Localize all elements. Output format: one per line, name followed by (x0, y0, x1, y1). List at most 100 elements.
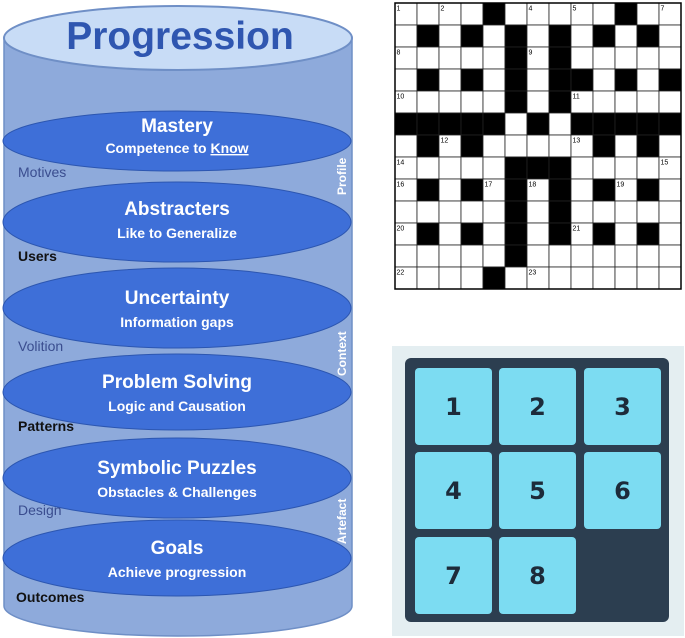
crossword-cell[interactable] (460, 90, 484, 114)
crossword-cell[interactable] (394, 24, 418, 48)
crossword-cell[interactable] (482, 90, 506, 114)
crossword-cell[interactable] (416, 200, 440, 224)
crossword-cell[interactable] (658, 244, 682, 268)
crossword-cell[interactable] (416, 90, 440, 114)
puzzle-tile-8[interactable]: 8 (499, 537, 576, 614)
crossword-cell[interactable] (658, 222, 682, 246)
crossword-cell[interactable] (592, 156, 616, 180)
crossword-cell[interactable] (658, 200, 682, 224)
crossword-cell[interactable] (636, 2, 660, 26)
crossword-cell[interactable] (438, 90, 462, 114)
crossword-cell[interactable] (416, 244, 440, 268)
crossword-cell[interactable] (570, 178, 594, 202)
crossword-cell[interactable] (614, 222, 638, 246)
crossword-cell[interactable] (658, 90, 682, 114)
puzzle-tile-7[interactable]: 7 (415, 537, 492, 614)
crossword-cell[interactable] (614, 244, 638, 268)
crossword-cell[interactable] (570, 244, 594, 268)
crossword-cell[interactable] (394, 68, 418, 92)
crossword-cell[interactable] (658, 46, 682, 70)
crossword-cell[interactable] (460, 266, 484, 290)
crossword-cell[interactable] (438, 46, 462, 70)
crossword-cell[interactable] (482, 134, 506, 158)
crossword-cell[interactable] (526, 68, 550, 92)
puzzle-tile-6[interactable]: 6 (584, 452, 661, 529)
crossword-cell[interactable] (416, 156, 440, 180)
crossword-cell[interactable] (592, 244, 616, 268)
crossword-cell[interactable] (592, 200, 616, 224)
crossword-cell[interactable] (504, 2, 528, 26)
crossword-cell[interactable] (614, 46, 638, 70)
puzzle-tile-3[interactable]: 3 (584, 368, 661, 445)
puzzle-tile-4[interactable]: 4 (415, 452, 492, 529)
crossword-cell[interactable] (526, 244, 550, 268)
crossword-cell[interactable] (438, 222, 462, 246)
crossword-cell[interactable] (614, 200, 638, 224)
puzzle-tile-1[interactable]: 1 (415, 368, 492, 445)
crossword-cell[interactable] (526, 134, 550, 158)
crossword-cell[interactable] (504, 266, 528, 290)
crossword-cell[interactable] (592, 2, 616, 26)
crossword-cell[interactable] (526, 200, 550, 224)
crossword-cell[interactable] (504, 112, 528, 136)
crossword-cell[interactable] (482, 222, 506, 246)
crossword-cell[interactable] (636, 266, 660, 290)
crossword-cell[interactable] (658, 178, 682, 202)
crossword-cell[interactable] (460, 244, 484, 268)
crossword-cell[interactable] (526, 222, 550, 246)
crossword-cell[interactable] (548, 244, 572, 268)
puzzle-tile-2[interactable]: 2 (499, 368, 576, 445)
crossword-cell[interactable] (438, 244, 462, 268)
crossword-cell[interactable] (658, 266, 682, 290)
crossword-cell[interactable] (526, 90, 550, 114)
crossword-cell[interactable] (614, 266, 638, 290)
crossword-cell[interactable] (482, 244, 506, 268)
crossword-cell[interactable] (460, 200, 484, 224)
crossword-cell[interactable] (548, 112, 572, 136)
crossword-cell[interactable] (438, 266, 462, 290)
crossword-cell[interactable] (570, 266, 594, 290)
crossword-cell[interactable] (592, 90, 616, 114)
crossword-cell[interactable] (570, 200, 594, 224)
crossword-cell[interactable] (438, 156, 462, 180)
crossword-cell[interactable] (482, 46, 506, 70)
crossword-cell[interactable] (482, 156, 506, 180)
crossword-cell[interactable] (570, 156, 594, 180)
crossword-cell[interactable] (416, 46, 440, 70)
crossword-cell[interactable] (592, 46, 616, 70)
crossword-cell[interactable] (636, 68, 660, 92)
crossword-cell[interactable] (438, 200, 462, 224)
crossword-cell[interactable] (658, 134, 682, 158)
crossword-cell[interactable] (548, 134, 572, 158)
crossword-cell[interactable] (570, 46, 594, 70)
crossword-cell[interactable] (548, 2, 572, 26)
crossword-cell[interactable] (592, 266, 616, 290)
crossword-cell[interactable] (636, 244, 660, 268)
crossword-cell[interactable] (614, 134, 638, 158)
crossword-cell[interactable] (614, 24, 638, 48)
crossword-cell[interactable] (636, 156, 660, 180)
crossword-cell[interactable] (460, 2, 484, 26)
crossword-cell[interactable] (636, 46, 660, 70)
crossword-cell[interactable] (438, 68, 462, 92)
crossword-cell[interactable] (416, 2, 440, 26)
crossword-cell[interactable] (438, 24, 462, 48)
crossword-cell[interactable] (636, 200, 660, 224)
crossword-cell[interactable] (394, 244, 418, 268)
crossword-cell[interactable] (614, 90, 638, 114)
crossword-cell[interactable] (438, 178, 462, 202)
crossword-cell[interactable] (416, 266, 440, 290)
crossword-cell[interactable] (636, 90, 660, 114)
crossword-cell[interactable] (460, 156, 484, 180)
crossword-cell[interactable] (526, 24, 550, 48)
puzzle-tile-5[interactable]: 5 (499, 452, 576, 529)
crossword-cell[interactable] (482, 24, 506, 48)
crossword-cell[interactable] (482, 200, 506, 224)
crossword-cell[interactable] (614, 156, 638, 180)
crossword-cell[interactable] (548, 266, 572, 290)
crossword-cell[interactable] (658, 24, 682, 48)
crossword-cell[interactable] (592, 68, 616, 92)
crossword-cell[interactable] (504, 134, 528, 158)
crossword-cell[interactable] (460, 46, 484, 70)
crossword-cell[interactable] (394, 200, 418, 224)
